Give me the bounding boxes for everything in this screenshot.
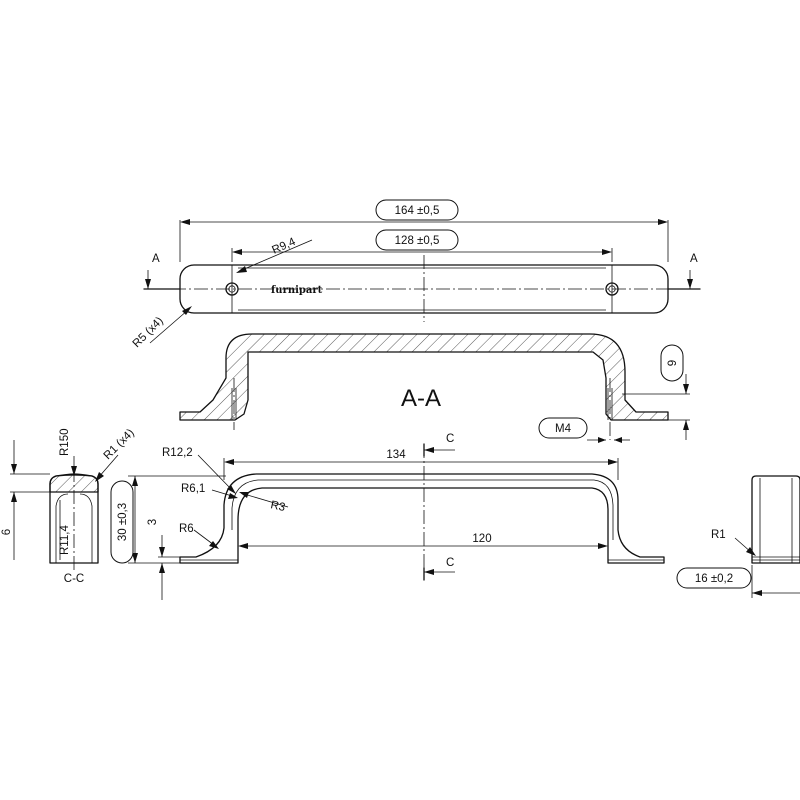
top-view: furnipart 164 ±0,5 128 ±0,5 R9,4 R5 (x4)… [131,199,701,350]
section-view-label: A-A [401,385,441,412]
section-marker-left: A [152,253,160,265]
foot-thickness-label: 3 [147,519,159,525]
radius-6-label: R6 [179,523,194,535]
hole-spacing-dimension: 128 ±0,5 [395,235,440,247]
handle-side-outline [179,473,665,564]
mounting-hole-left [225,282,239,296]
radius-6-1-label: R6,1 [181,483,205,495]
corner-radius-label: R5 (x4) [131,315,166,350]
section-a-a-view: A-A 9 M4 [179,333,690,443]
radius-12-label: R12,2 [162,447,193,459]
height-dimension: 30 ±0,3 [117,503,129,541]
hatched-section [179,333,669,421]
thread-depth-label: 9 [667,360,679,366]
section-marker-right: A [690,253,698,265]
overall-length-dimension: 164 ±0,5 [395,205,440,217]
radius-1-label: R1 [711,529,726,541]
end-view: R1 16 ±0,2 [676,475,800,598]
cross-section-label: C-C [64,573,84,585]
cross-section-marker-top: C [446,433,454,445]
end-view-outline [751,475,800,564]
end-radius-label: R9,4 [270,236,298,257]
radius-3-label: R3 [269,499,286,514]
mounting-hole-right [605,282,619,296]
grip-length-dimension: 120 [472,533,491,545]
cross-section-marker-bottom: C [446,557,454,569]
width-dimension: 16 ±0,2 [695,573,733,585]
radius-11-4-label: R11,4 [59,525,71,555]
side-view: 134 120 C C R12,2 R6,1 R3 R6 [110,433,665,600]
radius-150-label: R150 [59,429,71,457]
base-length-dimension: 134 [386,449,406,461]
brand-logo: furnipart [271,285,323,296]
thread-size-label: M4 [555,423,572,435]
profile-thickness-label: 6 [1,529,13,535]
radius-1-x4-label: R1 (x4) [102,427,137,462]
